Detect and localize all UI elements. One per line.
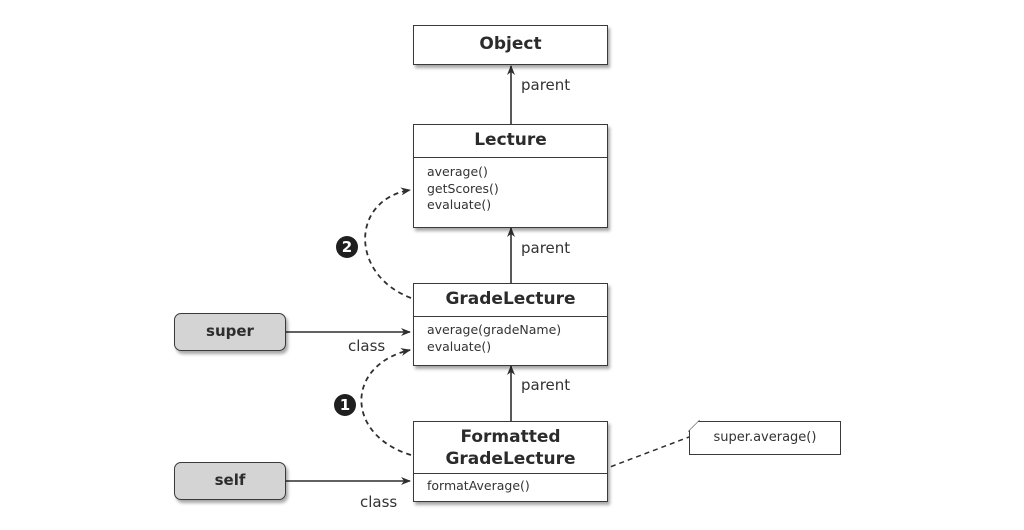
note-text: super.average() [713,430,817,445]
class-object-name: Object [479,34,542,54]
parent-label-2: parent [521,239,571,257]
method-average-gradename: average(gradeName) [427,322,562,337]
lookup-arc-step-1 [360,348,412,456]
parent-label-3: parent [521,376,571,394]
class-formattedgradelecture-methods: formatAverage() [414,474,607,495]
lookup-arc-step-2 [364,187,412,299]
class-object: Object [413,25,608,65]
method-evaluate: evaluate() [427,338,492,354]
note-connector [551,436,690,490]
variable-self: self [174,462,286,500]
class-formattedgradelecture: Formatted GradeLecture formatAverage() [413,421,608,502]
method-average: average() [427,164,488,179]
variable-super-label: super [206,322,254,340]
class-lecture-name: Lecture [414,125,607,158]
class-lecture-methods: average() getScores() evaluate() [414,158,607,214]
variable-self-label: self [214,471,246,489]
variable-super: super [174,313,286,351]
class-gradelecture-methods: average(gradeName) evaluate() [414,317,607,355]
step-2-badge: 2 [336,236,358,258]
class-lecture: Lecture average() getScores() evaluate() [413,124,608,228]
class-label-self: class [360,493,398,511]
method-formataverage: formatAverage() [427,478,530,493]
class-gradelecture: GradeLecture average(gradeName) evaluate… [413,283,608,366]
class-formattedgradelecture-name: Formatted GradeLecture [414,422,607,474]
class-name-line1: Formatted [460,427,561,447]
step-1-badge: 1 [334,394,356,416]
method-evaluate: evaluate() [427,197,492,212]
class-name-line2: GradeLecture [445,449,576,469]
note-super-average: super.average() [689,421,841,455]
class-label-super: class [348,337,386,355]
parent-label-1: parent [521,76,571,94]
class-gradelecture-name: GradeLecture [414,284,607,317]
method-getscores: getScores() [427,180,499,196]
